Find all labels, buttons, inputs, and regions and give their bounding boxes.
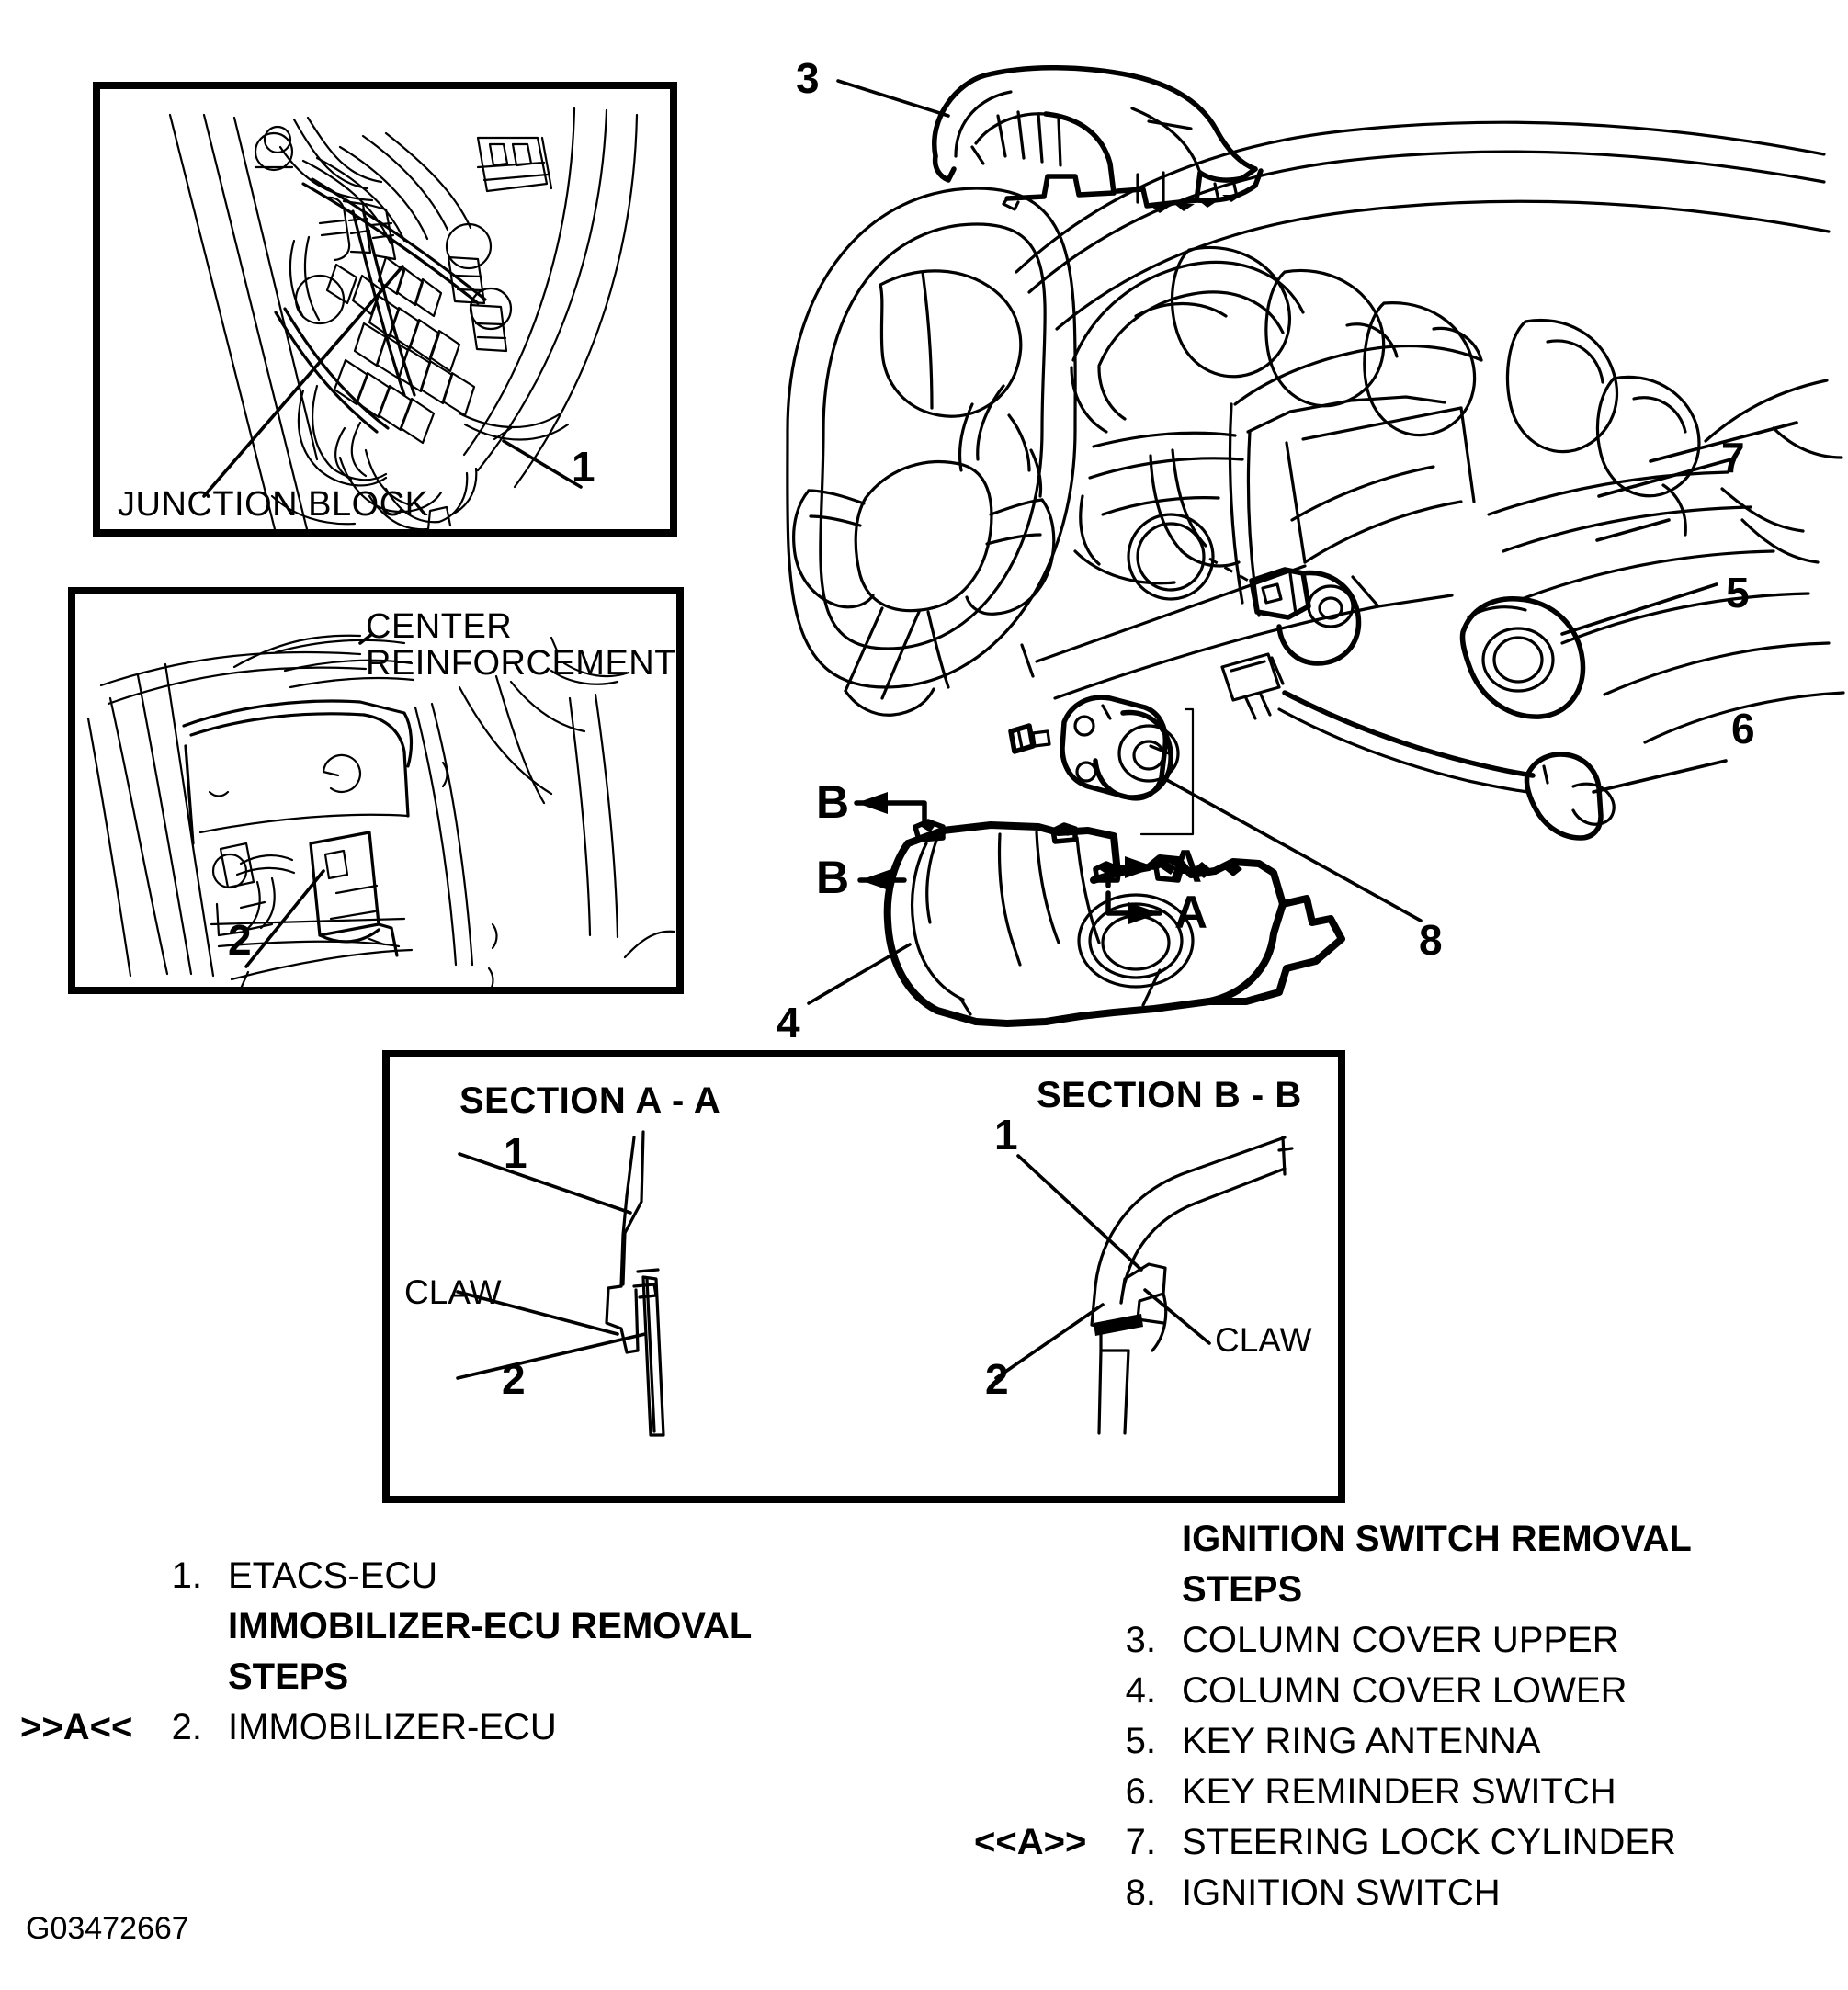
inset-caption-center-line1: CENTER [366, 607, 513, 646]
section-arrow-B-lower [857, 869, 907, 891]
legend-left-column: 1. ETACS-ECU IMMOBILIZER-ECU REMOVAL STE… [20, 1551, 902, 1753]
legend-right-heading-row2: STEPS [974, 1565, 1829, 1615]
legend-label-1: ETACS-ECU [228, 1555, 438, 1596]
legend-marker-7: <<A>> [974, 1822, 1087, 1862]
section-detail-panel [382, 1050, 1345, 1503]
section-a-callout-1: 1 [504, 1129, 527, 1177]
section-marker-a-lower: A [1174, 887, 1208, 938]
section-arrow-B-upper [854, 792, 927, 826]
legend-row-3: 3. COLUMN COVER UPPER [974, 1615, 1829, 1666]
part-column-cover-lower [807, 819, 1345, 1027]
legend-label-5: KEY RING ANTENNA [1182, 1721, 1541, 1761]
legend-left-heading-line1: IMMOBILIZER-ECU REMOVAL [228, 1606, 753, 1646]
section-b-claw-label: CLAW [1215, 1321, 1312, 1359]
center-reinforcement-artwork [86, 632, 676, 994]
callout-6: 6 [1731, 705, 1755, 752]
junction-block-artwork [168, 107, 639, 535]
legend-row-4: 4. COLUMN COVER LOWER [974, 1666, 1829, 1716]
section-b-callout-1: 1 [994, 1111, 1018, 1159]
section-a-title: SECTION A - A [459, 1080, 721, 1121]
main-dashboard-view [786, 64, 1845, 1027]
legend-marker-2: >>A<< [20, 1707, 133, 1747]
legend-label-7: STEERING LOCK CYLINDER [1182, 1822, 1676, 1862]
instrument-panel [1015, 120, 1845, 744]
ignition-switch-inline [1208, 557, 1362, 666]
section-a-callout-2: 2 [502, 1355, 526, 1403]
legend-label-6: KEY REMINDER SWITCH [1182, 1771, 1616, 1812]
legend-number-2: 2. [171, 1707, 202, 1747]
legend-left-heading-row2: STEPS [20, 1652, 902, 1702]
legend-number-8: 8. [1125, 1872, 1156, 1913]
figure-id-code: G03472667 [26, 1911, 189, 1946]
legend-label-2: IMMOBILIZER-ECU [228, 1707, 557, 1747]
callout-5: 5 [1726, 569, 1750, 616]
legend-left-heading-row1: IMMOBILIZER-ECU REMOVAL [20, 1601, 902, 1652]
inset-caption-junction-block: JUNCTION BLOCK [118, 485, 429, 524]
legend-right-heading-line1: IGNITION SWITCH REMOVAL [1182, 1519, 1692, 1559]
section-marker-b-upper: B [816, 776, 850, 828]
part-column-cover-upper [836, 64, 1264, 213]
legend-number-3: 3. [1125, 1620, 1156, 1660]
legend-label-8: IGNITION SWITCH [1182, 1872, 1501, 1913]
legend-row-2: >>A<< 2. IMMOBILIZER-ECU [20, 1702, 902, 1753]
callout-7: 7 [1721, 434, 1745, 481]
section-a-artwork [456, 1130, 665, 1437]
callout-junction-block-1: 1 [572, 443, 595, 491]
legend-row-8: 8. IGNITION SWITCH [974, 1868, 1829, 1918]
section-b-callout-2: 2 [985, 1355, 1009, 1403]
legend-row-5: 5. KEY RING ANTENNA [974, 1716, 1829, 1767]
part-key-ring-antenna [1459, 582, 1718, 719]
legend-right-heading-row1: IGNITION SWITCH REMOVAL [974, 1514, 1829, 1565]
legend-number-7: 7. [1125, 1822, 1156, 1862]
inset-center-reinforcement [68, 587, 684, 994]
callout-center-reinforcement-2: 2 [228, 916, 252, 964]
part-key-reminder-switch [1220, 652, 1728, 841]
part-steering-lock-cylinder [1595, 421, 1798, 542]
legend-number-5: 5. [1125, 1721, 1156, 1761]
legend-label-3: COLUMN COVER UPPER [1182, 1620, 1619, 1660]
section-arrow-A-lower [1105, 890, 1162, 924]
section-a-claw-label: CLAW [404, 1273, 502, 1311]
section-b-artwork [994, 1136, 1294, 1435]
inset-caption-center-line2: REINFORCEMENT [366, 644, 676, 683]
section-marker-a-upper: A [1169, 841, 1203, 892]
legend-label-4: COLUMN COVER LOWER [1182, 1670, 1627, 1711]
legend-row-7: <<A>> 7. STEERING LOCK CYLINDER [974, 1817, 1829, 1868]
legend: 1. ETACS-ECU IMMOBILIZER-ECU REMOVAL STE… [0, 1519, 1848, 1937]
inset-junction-block [93, 82, 677, 537]
legend-right-column: IGNITION SWITCH REMOVAL STEPS 3. COLUMN … [974, 1514, 1829, 1918]
legend-number-1: 1. [171, 1555, 202, 1596]
legend-row-6: 6. KEY REMINDER SWITCH [974, 1767, 1829, 1817]
section-b-title: SECTION B - B [1037, 1075, 1302, 1115]
legend-number-4: 4. [1125, 1670, 1156, 1711]
callout-8: 8 [1419, 916, 1443, 964]
callout-4: 4 [777, 999, 800, 1046]
legend-row-1: 1. ETACS-ECU [20, 1551, 902, 1601]
part-ignition-switch [1008, 695, 1423, 922]
section-marker-b-lower: B [816, 852, 850, 903]
steering-wheel [786, 187, 1077, 717]
section-arrow-A-upper [1105, 856, 1159, 888]
callout-3: 3 [796, 54, 820, 102]
legend-left-heading-line2: STEPS [228, 1656, 349, 1697]
legend-number-6: 6. [1125, 1771, 1156, 1812]
legend-right-heading-line2: STEPS [1182, 1569, 1303, 1610]
